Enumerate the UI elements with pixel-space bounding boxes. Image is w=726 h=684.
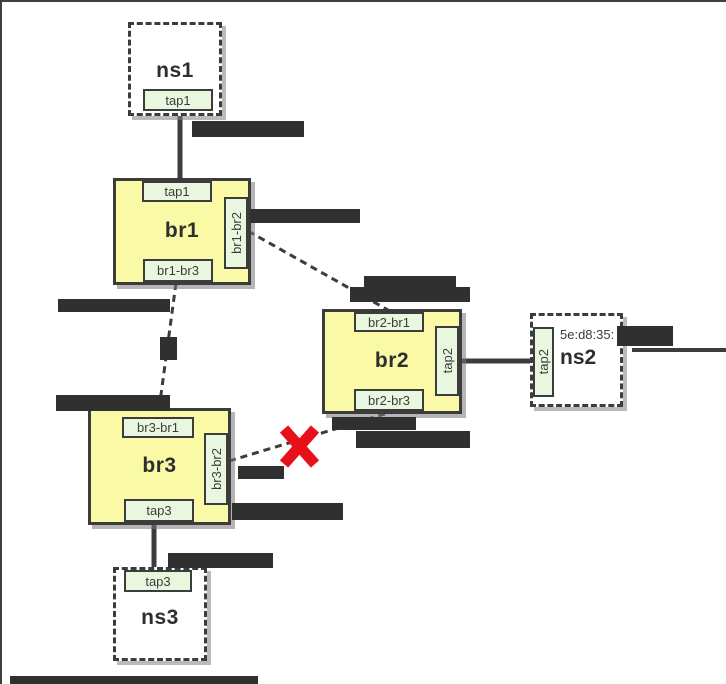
port-br2-br3-label: br2-br3 — [368, 392, 410, 408]
port-ns2-tap2-label: tap2 — [536, 349, 551, 375]
port-br1-br3-label: br1-br3 — [157, 263, 199, 278]
redacted-label — [10, 676, 258, 684]
redacted-label — [58, 299, 170, 312]
node-ns3: tap3 ns3 — [113, 567, 207, 661]
port-br2-tap2: tap2 — [435, 326, 459, 396]
port-br3-br2-label: br3-br2 — [208, 448, 224, 490]
redacted-label — [160, 337, 177, 360]
blocked-link-cross-icon — [279, 425, 320, 468]
port-br2-br1-label: br2-br1 — [368, 314, 410, 330]
port-br1-br2: br1-br2 — [224, 197, 248, 269]
port-br1-tap1-label: tap1 — [164, 184, 190, 199]
port-br3-br2: br3-br2 — [204, 433, 228, 505]
port-ns3-tap3-label: tap3 — [145, 573, 171, 589]
node-ns2: 5e:d8:35: ns2 tap2 — [530, 313, 623, 407]
port-br2-tap2-label: tap2 — [439, 348, 455, 374]
node-br3: br3 br3-br1 br3-br2 tap3 — [88, 408, 231, 525]
redacted-label — [238, 466, 284, 479]
node-ns1-label: ns1 — [156, 59, 194, 82]
port-br1-tap1: tap1 — [142, 181, 212, 202]
ns2-mac-prefix: 5e:d8:35: — [560, 327, 615, 342]
port-ns2-tap2: tap2 — [533, 327, 554, 397]
port-br3-br1-label: br3-br1 — [137, 420, 179, 435]
redacted-label — [332, 417, 416, 430]
node-ns2-label: ns2 — [560, 346, 597, 369]
redacted-label — [232, 503, 343, 520]
redacted-label — [56, 395, 170, 411]
port-ns1-tap1-label: tap1 — [165, 92, 191, 108]
node-br2-label: br2 — [374, 348, 410, 372]
node-ns3-label: ns3 — [141, 606, 179, 629]
redacted-label — [364, 276, 456, 289]
port-ns1-tap1: tap1 — [143, 89, 213, 111]
port-br1-br2-label: br1-br2 — [228, 212, 244, 254]
redacted-mac-suffix — [617, 326, 673, 346]
redacted-label — [192, 121, 304, 137]
port-br3-br1: br3-br1 — [122, 417, 194, 438]
redacted-label — [356, 431, 470, 448]
port-ns3-tap3: tap3 — [124, 570, 192, 592]
node-br3-label: br3 — [142, 453, 177, 477]
canvas-top-border — [0, 0, 726, 2]
node-br2: br2 br2-br1 tap2 br2-br3 — [322, 309, 462, 414]
port-br3-tap3: tap3 — [124, 499, 194, 522]
redacted-label — [350, 287, 470, 302]
node-br1-label: br1 — [164, 218, 200, 242]
node-br1: br1 tap1 br1-br2 br1-br3 — [113, 178, 251, 285]
node-ns1: ns1 tap1 — [128, 22, 222, 116]
redacted-label — [250, 209, 360, 223]
port-br1-br3: br1-br3 — [143, 259, 213, 282]
canvas-left-border — [0, 0, 2, 684]
port-br2-br3: br2-br3 — [354, 389, 424, 411]
redacted-label — [168, 553, 273, 568]
wire-br1-br3 — [156, 282, 178, 418]
port-br2-br1: br2-br1 — [354, 312, 424, 332]
port-br3-tap3-label: tap3 — [146, 503, 172, 518]
